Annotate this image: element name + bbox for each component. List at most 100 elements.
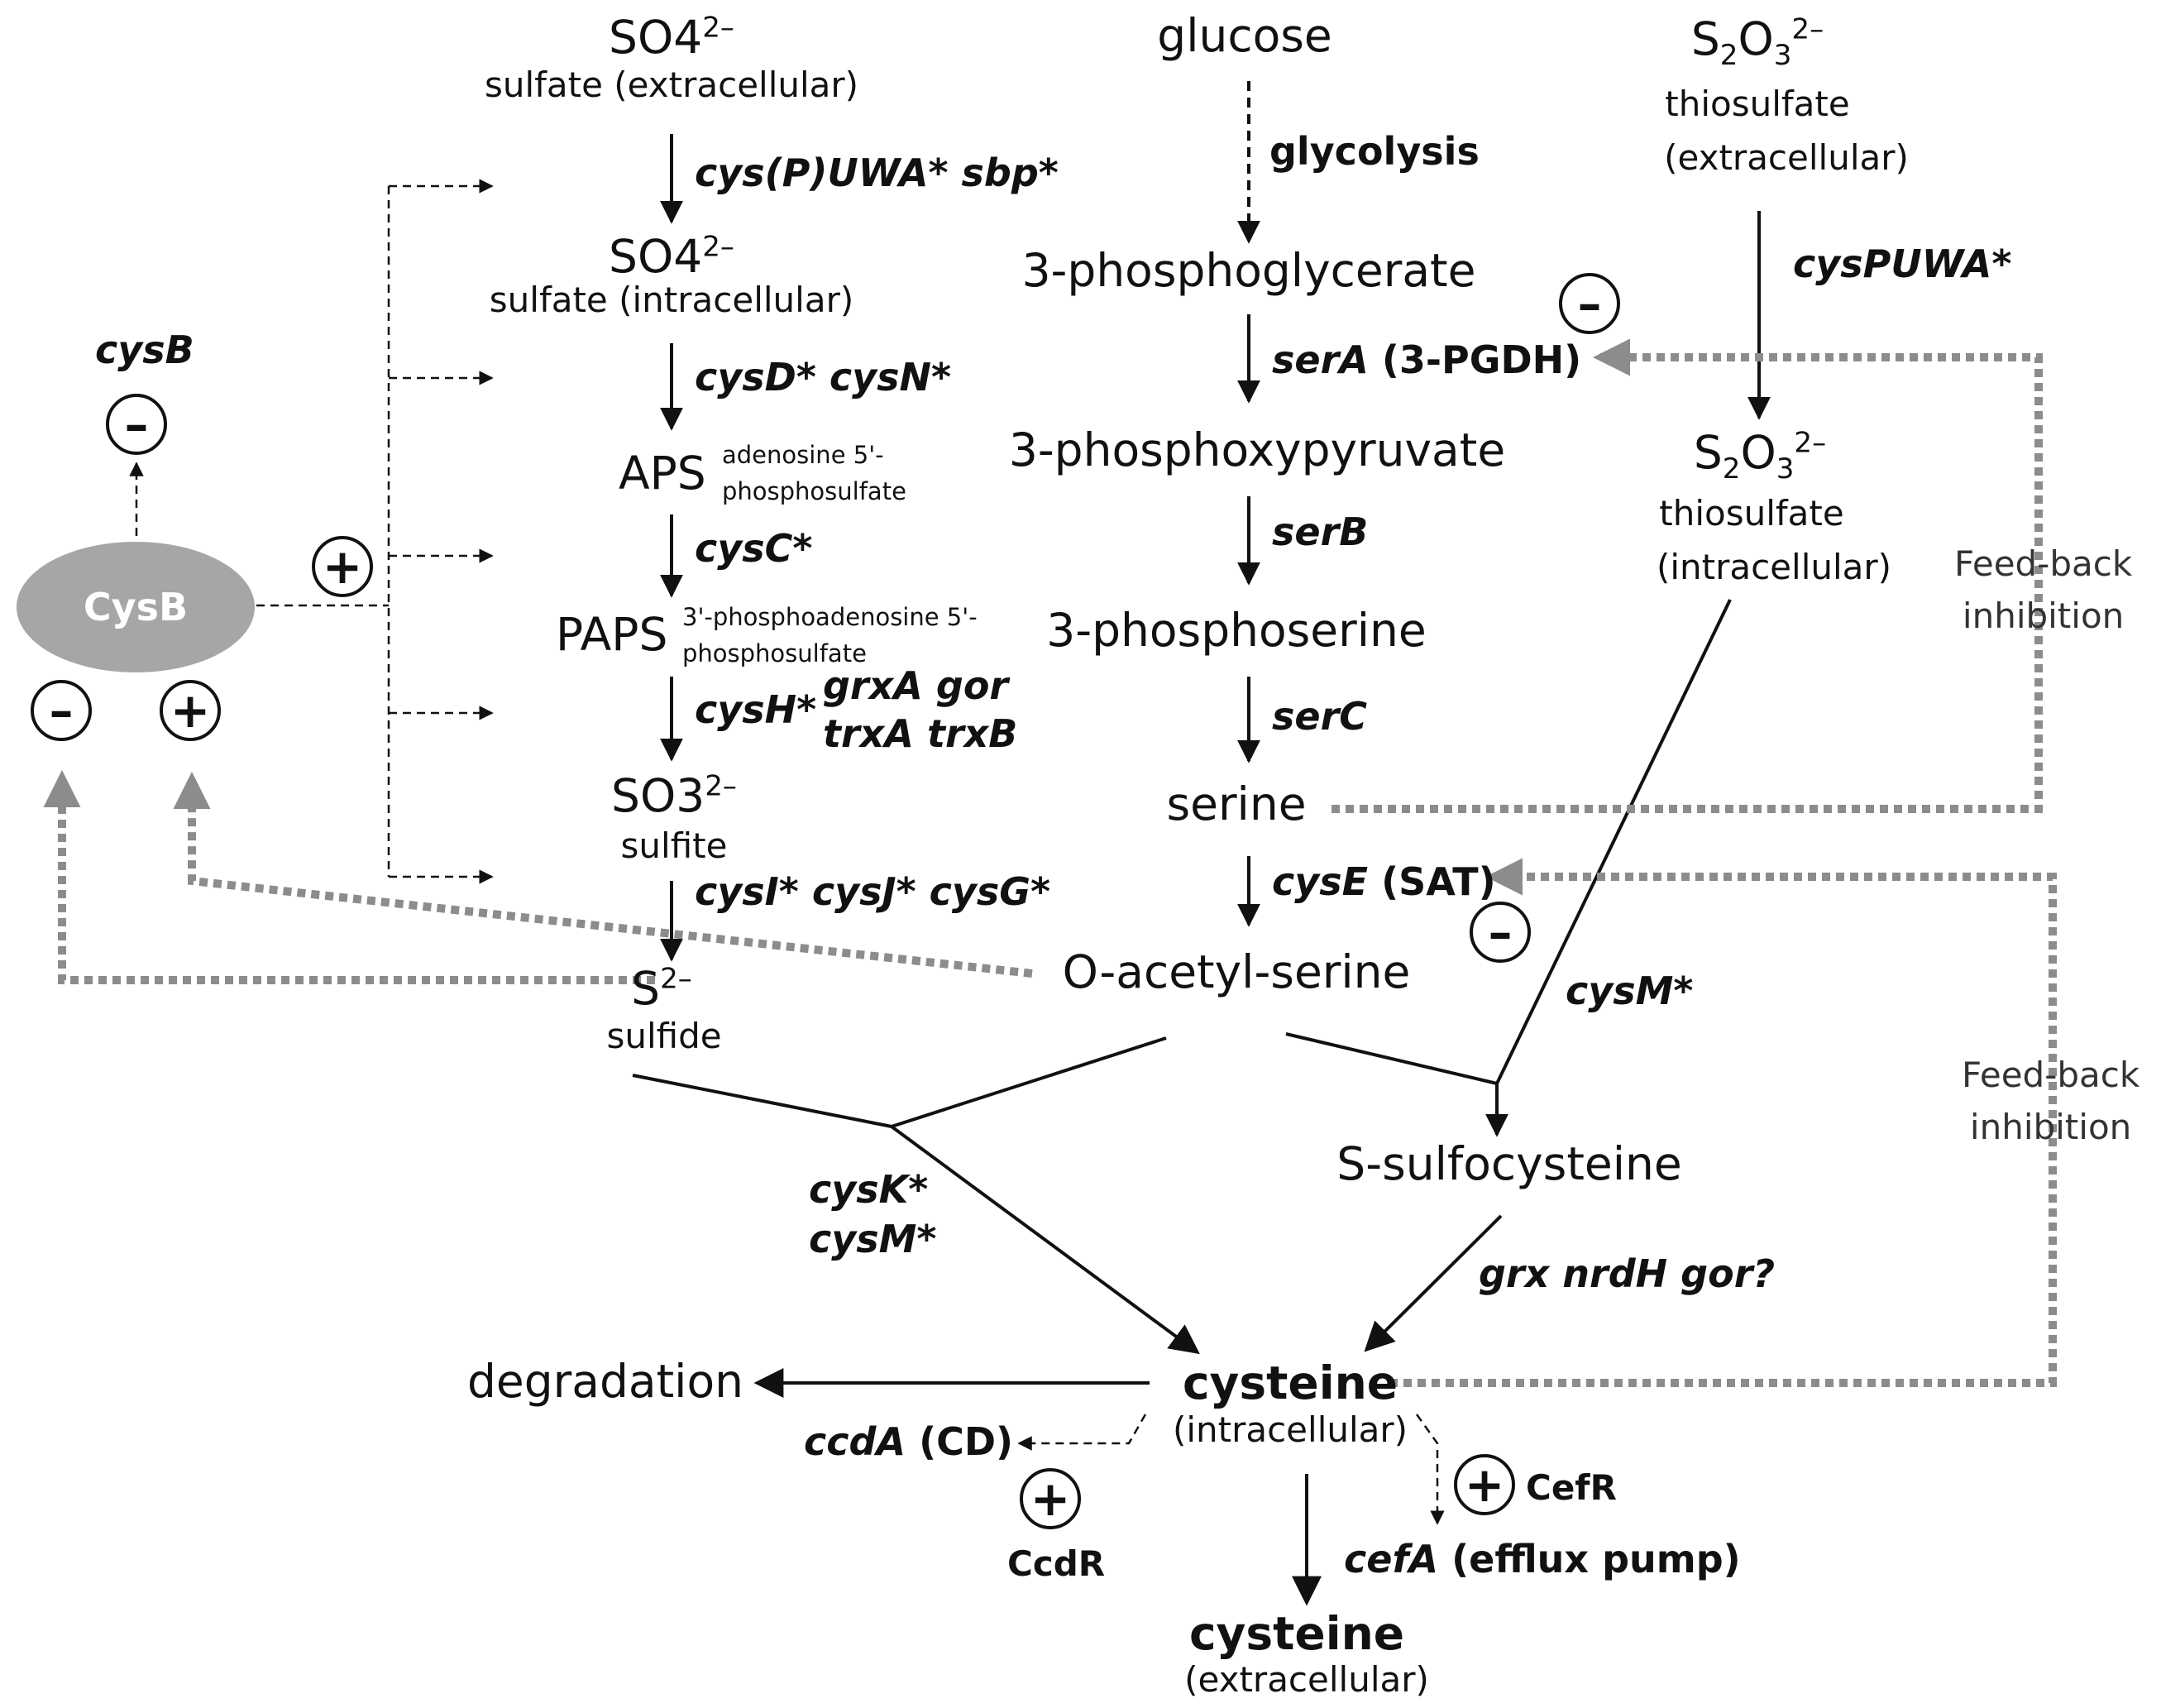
- thiosulfate-intracellular: S2O32–: [1693, 426, 1827, 486]
- sulfide: S2–: [631, 962, 692, 1012]
- gene-cysPUWA-sbp: cys(P)UWA* sbp*: [695, 154, 1059, 192]
- gene-cysIJG: cysI* cysJ* cysG*: [695, 869, 1051, 914]
- feedback-serine-to-serA: [1332, 338, 2043, 813]
- feedback-inhibition-label-2: Feed-back inhibition: [1962, 1049, 2139, 1153]
- gene-cysC: cysC*: [695, 526, 813, 571]
- cefR-label: CefR: [1526, 1467, 1617, 1508]
- paps-label-2: phosphosulfate: [682, 639, 867, 667]
- gene-cysE-name: cysE: [1272, 859, 1369, 904]
- sulfate-charge: 2–: [702, 11, 734, 45]
- feedback-label-2-line2: inhibition: [1969, 1107, 2132, 1147]
- cysE-enzyme: (SAT): [1381, 859, 1496, 904]
- sulfide-label: sulfide: [606, 1016, 722, 1056]
- thiosulfate-s: S: [1693, 426, 1723, 479]
- aps: APS: [619, 447, 706, 500]
- thiosulfate-ext-label-1: thiosulfate: [1665, 84, 1850, 124]
- cysb-autorepression-minus-icon: –: [106, 394, 167, 455]
- gene-serC: serC: [1272, 694, 1368, 739]
- degradation: degradation: [467, 1355, 743, 1408]
- aps-label-2: phosphosulfate: [722, 477, 906, 505]
- gene-serA: serA (3-PGDH): [1272, 341, 1581, 379]
- aps-label-1: adenosine 5'-: [722, 441, 884, 469]
- gene-grxA-gor: grxA gor: [823, 663, 1009, 708]
- cysb-activation-plus-icon: +: [312, 536, 373, 597]
- feedback-inhibition-label-1: Feed-back inhibition: [1954, 538, 2132, 642]
- paps: PAPS: [556, 608, 668, 661]
- gene-serA-name: serA: [1272, 337, 1369, 382]
- thiosulfate-int-label-1: thiosulfate: [1659, 493, 1844, 533]
- gene-P-paren: (P): [764, 151, 828, 195]
- cefA-regulation-arrow: [1415, 1414, 1445, 1525]
- gene-cefA-name: cefA: [1344, 1537, 1439, 1581]
- gene-cys: cys: [695, 151, 765, 195]
- cefA-enzyme: (efflux pump): [1451, 1537, 1741, 1581]
- thiosulfate-ext-label-2: (extracellular): [1664, 137, 1909, 178]
- gene-cysB: cysB: [95, 328, 194, 372]
- gene-grx-nrdH-gor: grx nrdH gor?: [1479, 1251, 1776, 1296]
- gene-cysPUWA-thio: cysPUWA*: [1793, 242, 2012, 286]
- line-oas-to-junction: [891, 1036, 1167, 1128]
- arrow-ssc-to-cysteine: [1364, 1214, 1503, 1352]
- thiosulfate-int-label-2: (intracellular): [1656, 547, 1892, 587]
- cysteine-intracellular-label: (intracellular): [1172, 1409, 1408, 1450]
- cysE-inhibition-minus-icon: –: [1470, 902, 1531, 963]
- sulfite-formula: SO3: [611, 769, 705, 822]
- cefR-activation-plus-icon: +: [1454, 1454, 1515, 1515]
- line-sulfide-to-junction: [632, 1074, 892, 1128]
- gene-ccdA: ccdA (CD): [804, 1423, 1013, 1461]
- gene-cysH: cysH*: [695, 687, 817, 732]
- glycolysis-label: glycolysis: [1269, 129, 1480, 174]
- sulfite-label: sulfite: [620, 825, 728, 866]
- gene-trxA-trxB: trxA trxB: [823, 711, 1018, 756]
- oas-activation-plus-icon: +: [160, 680, 221, 741]
- line-thiosulfate-to-ssc-junction: [1495, 599, 1732, 1084]
- sulfate-intracellular-label: sulfate (intracellular): [489, 280, 854, 320]
- ccdA-enzyme: (CD): [919, 1419, 1014, 1464]
- glucose: glucose: [1157, 9, 1332, 62]
- sulfide-charge: 2–: [660, 962, 692, 996]
- thiosulfate-extracellular: S2O32–: [1690, 12, 1824, 72]
- gene-serB: serB: [1272, 510, 1369, 554]
- sulfate-charge: 2–: [702, 230, 734, 264]
- gene-cysDN: cysD* cysN*: [695, 355, 952, 399]
- cysteine-intracellular: cysteine: [1182, 1356, 1398, 1409]
- sulfate-extracellular: SO42–: [609, 11, 734, 60]
- 3-phosphoglycerate: 3-phosphoglycerate: [1021, 244, 1476, 297]
- cysteine-extracellular-label: (extracellular): [1184, 1659, 1429, 1700]
- thiosulfate-s: S: [1690, 12, 1720, 65]
- thiosulfate-charge: 2–: [1791, 12, 1824, 46]
- gene-cysM-thio: cysM*: [1566, 969, 1694, 1013]
- s-sulfocysteine: S-sulfocysteine: [1336, 1137, 1682, 1190]
- sulfide-formula: S: [631, 962, 661, 1015]
- serA-enzyme: (3-PGDH): [1381, 337, 1582, 382]
- feedback-label-1-line1: Feed-back: [1954, 543, 2133, 584]
- sulfide-inhibition-minus-icon: –: [31, 680, 92, 741]
- sulfate-extracellular-label: sulfate (extracellular): [484, 65, 859, 105]
- serine: serine: [1166, 777, 1307, 830]
- gene-cysE: cysE (SAT): [1272, 863, 1496, 901]
- thiosulfate-o: O: [1738, 12, 1774, 65]
- thiosulfate-charge: 2–: [1794, 426, 1827, 460]
- gene-cefA: cefA (efflux pump): [1344, 1540, 1741, 1578]
- o-acetyl-serine: O-acetyl-serine: [1062, 945, 1411, 998]
- sulfite: SO32–: [611, 773, 737, 819]
- gene-cysM: cysM*: [809, 1217, 937, 1261]
- feedback-label-2-line1: Feed-back: [1962, 1055, 2140, 1095]
- paps-label-1: 3'-phosphoadenosine 5'-: [682, 603, 978, 631]
- sulfate-formula: SO4: [609, 230, 703, 283]
- ccdR-activation-plus-icon: +: [1020, 1468, 1081, 1529]
- cysteine-extracellular: cysteine: [1188, 1607, 1405, 1660]
- 3-phosphoxypyruvate: 3-phosphoxypyruvate: [1008, 423, 1506, 476]
- gene-UWA-sbp: UWA* sbp*: [827, 151, 1059, 195]
- line-oas-to-ssc-junction: [1285, 1032, 1498, 1085]
- feedback-label-1-line2: inhibition: [1962, 596, 2125, 636]
- arrow-junction-to-cysteine: [890, 1125, 1200, 1355]
- sulfate-formula: SO4: [609, 11, 703, 64]
- feedback-sulfide-to-cysb: [43, 770, 655, 984]
- cysb-protein: CysB: [17, 542, 255, 672]
- serA-inhibition-minus-icon: –: [1559, 273, 1620, 334]
- feedback-oas-to-cysb: [173, 772, 1033, 978]
- gene-ccdA-name: ccdA: [804, 1419, 906, 1464]
- feedback-cysteine-to-cysE: [1389, 858, 2057, 1387]
